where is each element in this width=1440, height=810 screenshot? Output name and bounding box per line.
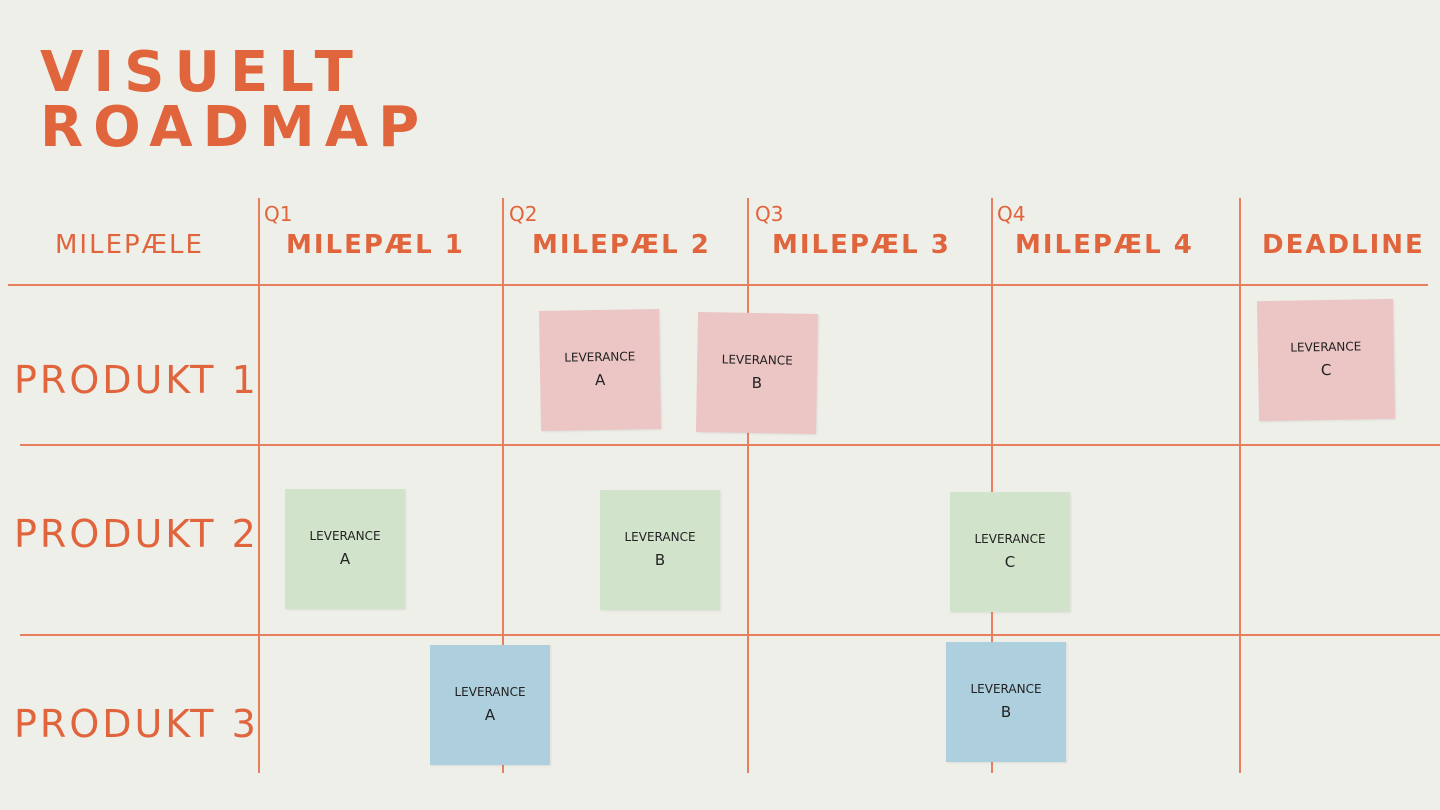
title-line-1: VISUELT bbox=[40, 40, 363, 105]
sticky-note[interactable]: LEVERANCE C bbox=[1256, 298, 1396, 422]
grid-line bbox=[258, 198, 260, 773]
quarter-label: Q3 bbox=[755, 202, 784, 226]
note-text: LEVERANCE bbox=[624, 530, 696, 545]
note-letter: C bbox=[1320, 360, 1332, 379]
quarter-label: Q2 bbox=[509, 202, 538, 226]
quarter-label: Q1 bbox=[264, 202, 293, 226]
note-text: LEVERANCE bbox=[970, 682, 1042, 697]
milestone-label: MILEPÆL 3 bbox=[772, 230, 951, 260]
row-label-produkt-3: PRODUKT 3 bbox=[14, 702, 259, 746]
note-letter: A bbox=[339, 549, 351, 568]
grid-line bbox=[8, 284, 1428, 286]
row-label-produkt-2: PRODUKT 2 bbox=[14, 512, 259, 556]
sticky-note[interactable]: LEVERANCE A bbox=[538, 308, 662, 432]
note-letter: A bbox=[594, 370, 606, 389]
grid-line bbox=[991, 198, 993, 773]
sticky-note[interactable]: LEVERANCE A bbox=[285, 489, 405, 609]
milestone-label: MILEPÆL 4 bbox=[1015, 230, 1194, 260]
note-letter: C bbox=[1004, 552, 1016, 571]
header-row-label: MILEPÆLE bbox=[55, 230, 204, 260]
grid-line bbox=[20, 634, 1440, 636]
note-letter: B bbox=[654, 550, 666, 569]
sticky-note[interactable]: LEVERANCE B bbox=[946, 642, 1066, 762]
grid-line bbox=[20, 444, 1440, 446]
note-text: LEVERANCE bbox=[454, 685, 526, 700]
grid-line bbox=[747, 198, 749, 773]
note-text: LEVERANCE bbox=[564, 349, 636, 366]
grid-line bbox=[502, 198, 504, 773]
note-letter: B bbox=[751, 373, 763, 392]
note-text: LEVERANCE bbox=[1290, 339, 1362, 356]
milestone-label: MILEPÆL 2 bbox=[532, 230, 711, 260]
sticky-note[interactable]: LEVERANCE B bbox=[600, 490, 720, 610]
note-text: LEVERANCE bbox=[721, 352, 793, 369]
row-label-produkt-1: PRODUKT 1 bbox=[14, 358, 259, 402]
sticky-note[interactable]: LEVERANCE C bbox=[950, 492, 1070, 612]
title-line-2: ROADMAP bbox=[40, 95, 430, 160]
milestone-label: MILEPÆL 1 bbox=[286, 230, 465, 260]
quarter-label: Q4 bbox=[997, 202, 1026, 226]
sticky-note[interactable]: LEVERANCE B bbox=[695, 311, 819, 435]
sticky-note[interactable]: LEVERANCE A bbox=[430, 645, 550, 765]
note-text: LEVERANCE bbox=[974, 532, 1046, 547]
deadline-label: DEADLINE bbox=[1262, 230, 1425, 260]
note-text: LEVERANCE bbox=[309, 529, 381, 544]
grid-line bbox=[1239, 198, 1241, 773]
note-letter: A bbox=[484, 705, 496, 724]
note-letter: B bbox=[1000, 702, 1012, 721]
